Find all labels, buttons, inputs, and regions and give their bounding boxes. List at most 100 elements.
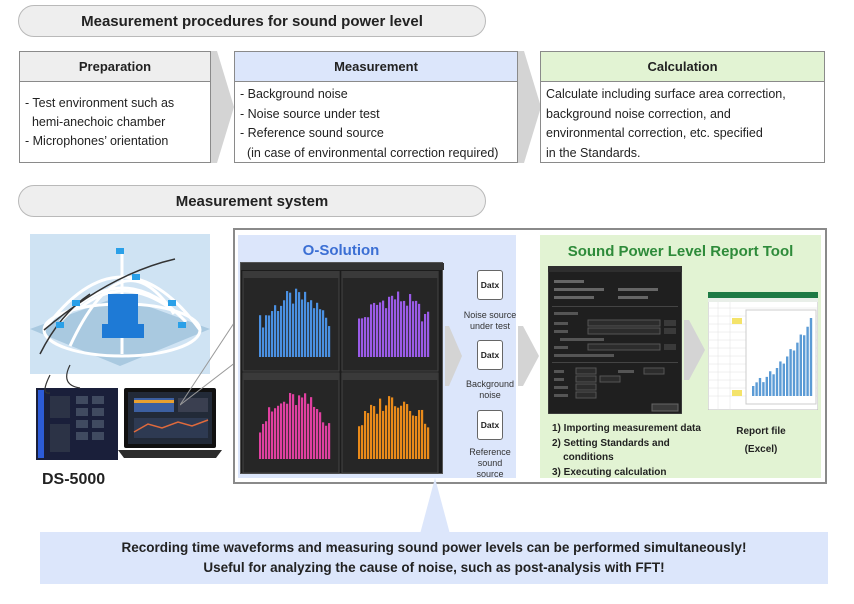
meas-line: - Background noise [240, 87, 348, 101]
spectrum-bar [304, 291, 307, 357]
spectrum-bar [424, 313, 427, 357]
step-preparation: Preparation - Test environment such as h… [19, 51, 211, 163]
report-file-label: Report file (Excel) [736, 426, 786, 455]
spectrum-bar [322, 310, 325, 357]
spectrum-panel-header [342, 271, 438, 278]
procedures-header-text: Measurement procedures for sound power l… [81, 12, 423, 30]
footer-line: Useful for analyzing the cause of noise,… [203, 560, 665, 575]
spectrum-bar [424, 423, 427, 459]
spectrum-bar [292, 394, 295, 459]
spectrum-bar [304, 393, 307, 459]
spectrum-bar [265, 421, 268, 459]
spectrum-bar [274, 408, 277, 459]
spectrum-bar [310, 397, 313, 459]
excel-bar [782, 363, 785, 396]
spectrum-bar [406, 305, 409, 357]
spectrum-bar [388, 396, 391, 459]
callout-pointer [420, 478, 450, 534]
spectrum-bar [328, 326, 331, 357]
spectrum-bar [271, 311, 274, 357]
spectrum-bar [313, 406, 316, 459]
prep-line: hemi-anechoic chamber [25, 115, 166, 129]
spectrum-bar [325, 317, 328, 357]
connector-line [180, 320, 237, 406]
ds5000-device-icon [36, 388, 118, 460]
excel-bar [765, 376, 768, 396]
footer-banner: Recording time waveforms and measuring s… [40, 532, 828, 584]
chevron-right-icon [445, 326, 462, 386]
datx-file-icon: Datx [477, 410, 503, 440]
spectrum-bar [283, 401, 286, 459]
spectrum-bar [268, 315, 271, 357]
spectrum-bar [265, 315, 268, 357]
cable-lines [44, 364, 81, 394]
system-header-text: Measurement system [175, 192, 329, 210]
spectrum-bar [286, 291, 289, 357]
datx-file-icon: Datx [477, 270, 503, 300]
excel-bar [792, 350, 796, 396]
spectrum-bar [412, 415, 415, 459]
file-caption: Noise source under test [463, 310, 517, 331]
calc-line: background noise correction, and [546, 106, 731, 121]
chevron-right-icon [211, 51, 234, 163]
excel-bar [789, 349, 792, 396]
spectrum-bar [406, 404, 409, 459]
spectrum-bar [391, 295, 394, 357]
spectrum-bar [415, 416, 418, 459]
spectrum-charts [242, 271, 439, 474]
datx-file-icon: Datx [477, 340, 503, 370]
spectrum-bar [403, 300, 406, 357]
hemi-dome-icon [30, 234, 210, 374]
spectrum-bar [376, 304, 379, 357]
step-preparation-title: Preparation [20, 52, 210, 82]
spectrum-bar [277, 311, 280, 357]
spectrum-bar [295, 288, 298, 357]
meas-line: - Reference sound source [240, 126, 384, 140]
laptop-icon [118, 388, 222, 458]
spectrum-bar [259, 432, 262, 459]
report-step: 2) Setting Standards and [552, 437, 670, 449]
step-measurement: Measurement - Background noise - Noise s… [234, 51, 518, 163]
spectrum-bar [289, 392, 292, 459]
spectrum-bar [319, 412, 322, 459]
spectrum-bar [400, 301, 403, 357]
prep-line: - Microphones’ orientation [25, 134, 169, 148]
excel-bar [752, 386, 755, 396]
spectrum-bar [316, 409, 319, 459]
chevron-right-icon [518, 51, 541, 163]
spectrum-bar [364, 317, 367, 357]
excel-bar [786, 356, 789, 396]
excel-bar [809, 318, 813, 396]
spectrum-bar [403, 401, 406, 459]
spectrum-bar [370, 304, 373, 357]
spectrum-bar [361, 425, 364, 459]
spectrum-bar [391, 397, 394, 459]
report-tool-title: Sound Power Level Report Tool [567, 243, 794, 260]
footer-line: Recording time waveforms and measuring s… [121, 540, 747, 555]
spectrum-bar [388, 296, 391, 357]
spectrum-bar [319, 309, 322, 357]
spectrum-bar [313, 308, 316, 357]
step-calculation-title: Calculation [541, 52, 824, 82]
excel-bar [758, 377, 762, 396]
spectrum-bar [364, 411, 367, 459]
spectrum-bar [385, 405, 388, 459]
spectrum-bar [367, 413, 370, 459]
spectrum-bar [421, 321, 424, 357]
spectrum-bar [379, 302, 382, 357]
excel-bar [762, 382, 765, 396]
spectrum-bar [418, 410, 421, 459]
spectrum-bar [277, 405, 280, 459]
spectrum-bar [418, 303, 421, 357]
spectrum-bar [286, 403, 289, 459]
spectrum-bar [298, 395, 301, 459]
file-caption: Background noise [465, 379, 515, 400]
spectrum-bar [376, 413, 379, 459]
report-step: 1) Importing measurement data [552, 423, 701, 434]
spectrum-bar [307, 302, 310, 357]
spectrum-bar [382, 300, 385, 357]
spectrum-bar [421, 409, 424, 459]
excel-bar [775, 368, 779, 396]
spectrum-bar [262, 327, 265, 357]
spectrum-bar [400, 405, 403, 459]
